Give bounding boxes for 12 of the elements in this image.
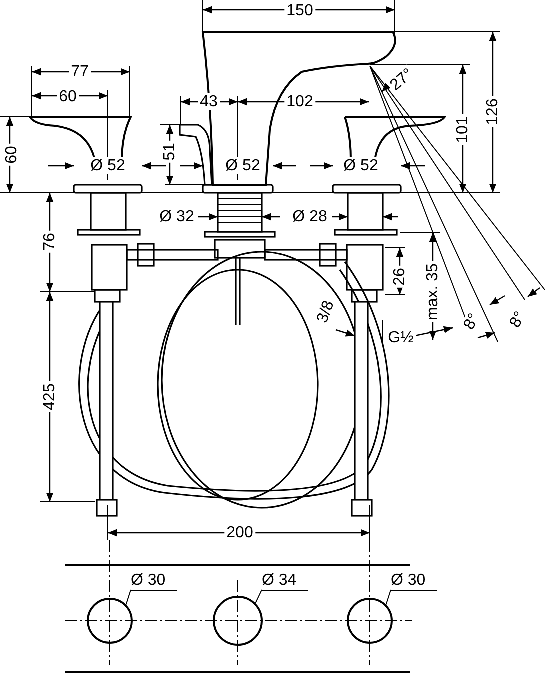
mounting-hole — [347, 598, 393, 644]
dimension-label: Ø 52 — [224, 158, 262, 174]
mounting-hole — [87, 598, 133, 644]
dimension-label: Ø 52 — [88, 158, 128, 174]
leader-line — [255, 590, 262, 604]
leader-line — [386, 590, 392, 606]
diameter-label: Ø 30 — [391, 572, 437, 591]
mounting-hole — [213, 596, 263, 646]
diameter-label: Ø 34 — [262, 572, 308, 591]
leader-line — [126, 590, 132, 606]
diameter-label: Ø 30 — [131, 572, 177, 591]
dimension-label: 43 — [198, 94, 220, 110]
